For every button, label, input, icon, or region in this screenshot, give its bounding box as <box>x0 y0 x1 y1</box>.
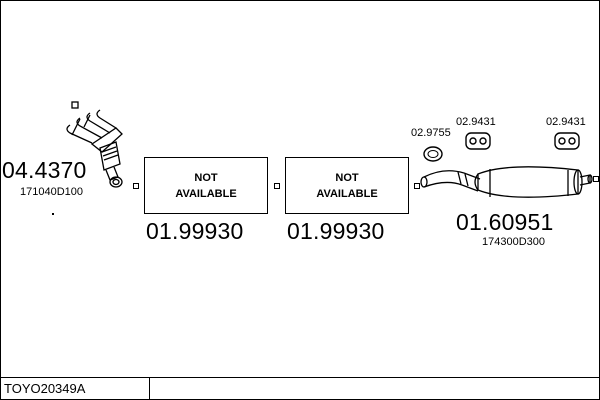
connector-2 <box>274 183 280 189</box>
box2-part-number: 01.99930 <box>287 218 385 244</box>
connector-4 <box>593 176 599 182</box>
gasket-ring-icon <box>423 146 443 162</box>
box1-part-number: 01.99930 <box>146 218 244 244</box>
not-available-box-2: NOT AVAILABLE <box>285 157 409 214</box>
not-available-line2: AVAILABLE <box>316 187 378 200</box>
exhaust-manifold-icon <box>66 101 123 188</box>
connector-3 <box>414 183 420 189</box>
silencer-part-number: 01.60951 <box>456 209 554 235</box>
not-available-line1: NOT <box>335 171 359 184</box>
manifold-part-number: 04.4370 <box>2 157 87 183</box>
hanger-1-part-number: 02.9431 <box>456 116 496 128</box>
manifold-oem-number: 171040D100 <box>20 186 84 198</box>
not-available-line1: NOT <box>194 171 218 184</box>
manifold-dot <box>52 213 54 215</box>
rubber-hanger-icon <box>554 132 580 150</box>
gasket-part-number: 02.9755 <box>411 127 451 139</box>
hanger-2-part-number: 02.9431 <box>546 116 586 128</box>
rubber-hanger-icon <box>465 132 491 150</box>
diagram-code: TOYO20349A <box>4 381 86 396</box>
connector-1 <box>133 183 139 189</box>
silencer-oem-number: 174300D300 <box>482 236 546 248</box>
rear-silencer-icon <box>420 166 593 198</box>
footer-divider <box>150 377 600 378</box>
not-available-box-1: NOT AVAILABLE <box>144 157 268 214</box>
not-available-line2: AVAILABLE <box>175 187 237 200</box>
footer-code-box <box>0 377 150 399</box>
